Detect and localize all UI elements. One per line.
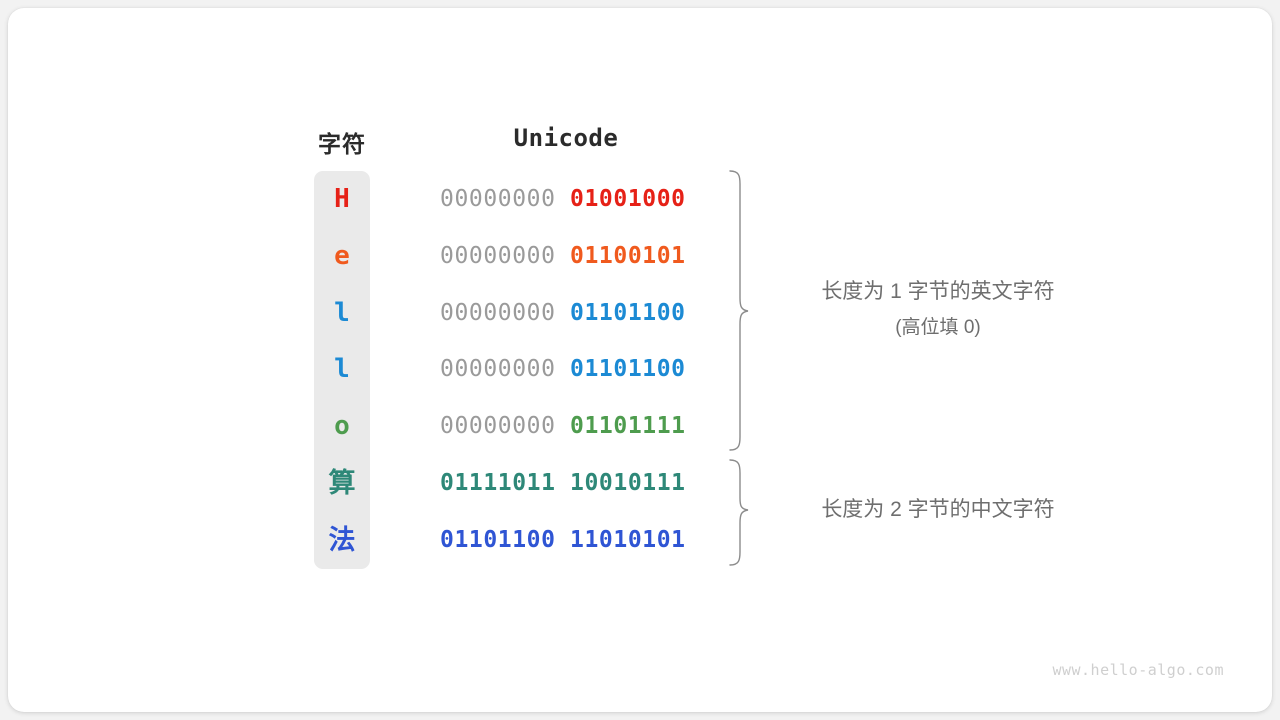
unicode-high-byte: 00000000 (440, 356, 556, 383)
site-watermark: www.hello-algo.com (1052, 661, 1224, 679)
annotation-cjk: 长度为 2 字节的中文字符 (768, 495, 1108, 525)
unicode-bits: 00000000 01001000 (440, 171, 686, 228)
unicode-bits: 01101100 11010101 (440, 512, 686, 569)
character-glyph: e (334, 240, 350, 271)
unicode-bits: 00000000 01101100 (440, 285, 686, 342)
character-column-background (314, 171, 370, 569)
encoding-row: H 00000000 01001000 (314, 171, 714, 228)
annotation-ascii-main: 长度为 1 字节的英文字符 (821, 280, 1055, 303)
annotation-cjk-main: 长度为 2 字节的中文字符 (821, 498, 1055, 521)
unicode-bits: 01111011 10010111 (440, 455, 686, 512)
unicode-low-byte: 01001000 (570, 186, 686, 212)
annotation-ascii: 长度为 1 字节的英文字符 (高位填 0) (768, 274, 1108, 346)
unicode-bits: 00000000 01100101 (440, 228, 686, 285)
brace-ascii (729, 170, 749, 451)
brace-cjk (729, 459, 749, 566)
character-glyph: l (334, 297, 350, 328)
character-glyph: o (334, 411, 350, 442)
unicode-high-byte: 00000000 (440, 242, 556, 269)
encoding-row: 法 01101100 11010101 (314, 512, 714, 569)
annotation-ascii-sub: (高位填 0) (895, 317, 981, 338)
unicode-low-byte: 11010101 (570, 526, 686, 553)
unicode-high-byte: 01101100 (440, 526, 556, 553)
unicode-high-byte: 00000000 (440, 186, 556, 212)
character-glyph: l (334, 354, 350, 385)
character-glyph: 法 (328, 524, 356, 556)
unicode-high-byte: 01111011 (440, 470, 556, 496)
character-glyph: 算 (328, 468, 356, 499)
unicode-low-byte: 01101100 (570, 299, 686, 326)
column-header-unicode: Unicode (513, 124, 619, 152)
figure-card: 字符 Unicode H 00000000 01001000 e 00000000 0… (8, 8, 1272, 712)
unicode-high-byte: 00000000 (440, 299, 556, 326)
unicode-high-byte: 00000000 (440, 413, 556, 440)
unicode-bits: 00000000 01101100 (440, 341, 686, 398)
encoding-row: e 00000000 01100101 (314, 228, 714, 285)
column-header-character: 字符 (318, 131, 366, 157)
unicode-low-byte: 01100101 (570, 242, 686, 269)
unicode-low-byte: 01101100 (570, 356, 686, 383)
unicode-bits: 00000000 01101111 (440, 398, 686, 455)
unicode-low-byte: 01101111 (570, 413, 686, 440)
encoding-row: l 00000000 01101100 (314, 341, 714, 398)
encoding-row: l 00000000 01101100 (314, 285, 714, 342)
encoding-row: 算 01111011 10010111 (314, 455, 714, 512)
encoding-row: o 00000000 01101111 (314, 398, 714, 455)
character-glyph: H (334, 184, 350, 214)
unicode-low-byte: 10010111 (570, 470, 686, 496)
